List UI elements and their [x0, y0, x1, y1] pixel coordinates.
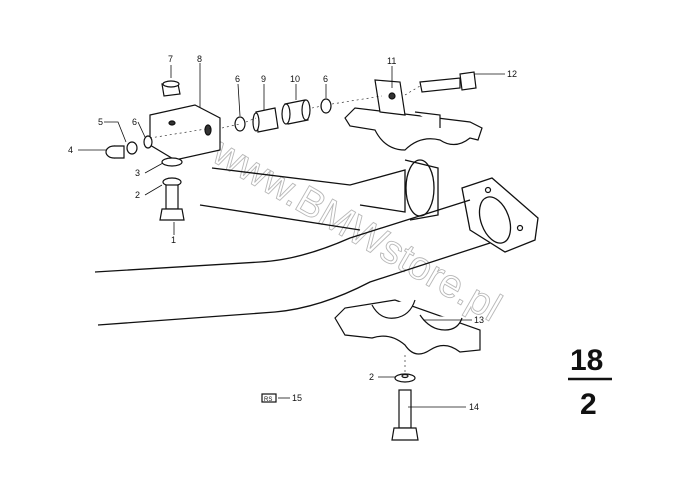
callout-7: 7 [168, 54, 173, 64]
part-15-symbol: RS [261, 393, 277, 403]
callout-3: 3 [135, 168, 140, 178]
callout-6-left: 6 [132, 117, 137, 127]
middle-hardware [221, 95, 383, 133]
callout-6-right: 6 [323, 74, 328, 84]
callout-2-lower: 2 [369, 372, 374, 382]
group-number-bottom: 2 [580, 388, 597, 421]
bolt-12 [404, 71, 477, 96]
leader-lines [78, 63, 505, 408]
callout-14: 14 [469, 402, 479, 412]
callout-5: 5 [98, 117, 103, 127]
svg-text:RS: RS [264, 397, 272, 403]
callout-10: 10 [290, 74, 300, 84]
clamp-lower [334, 299, 481, 355]
left-hardware-stack [105, 80, 221, 221]
callout-13: 13 [474, 315, 484, 325]
pipe-frame [94, 159, 539, 326]
callout-2-left: 2 [135, 190, 140, 200]
callout-12: 12 [507, 69, 517, 79]
callout-11: 11 [387, 56, 396, 66]
callout-6-middle: 6 [235, 74, 240, 84]
callout-8: 8 [197, 54, 202, 64]
group-number-top: 18 [570, 344, 603, 377]
callout-9: 9 [261, 74, 266, 84]
callout-15: 15 [292, 393, 302, 403]
group-number: 18 2 [568, 344, 612, 421]
callout-1: 1 [171, 235, 176, 245]
bolt-14 [391, 355, 419, 441]
clamp-bracket-upper [344, 79, 483, 151]
callout-4: 4 [68, 145, 73, 155]
